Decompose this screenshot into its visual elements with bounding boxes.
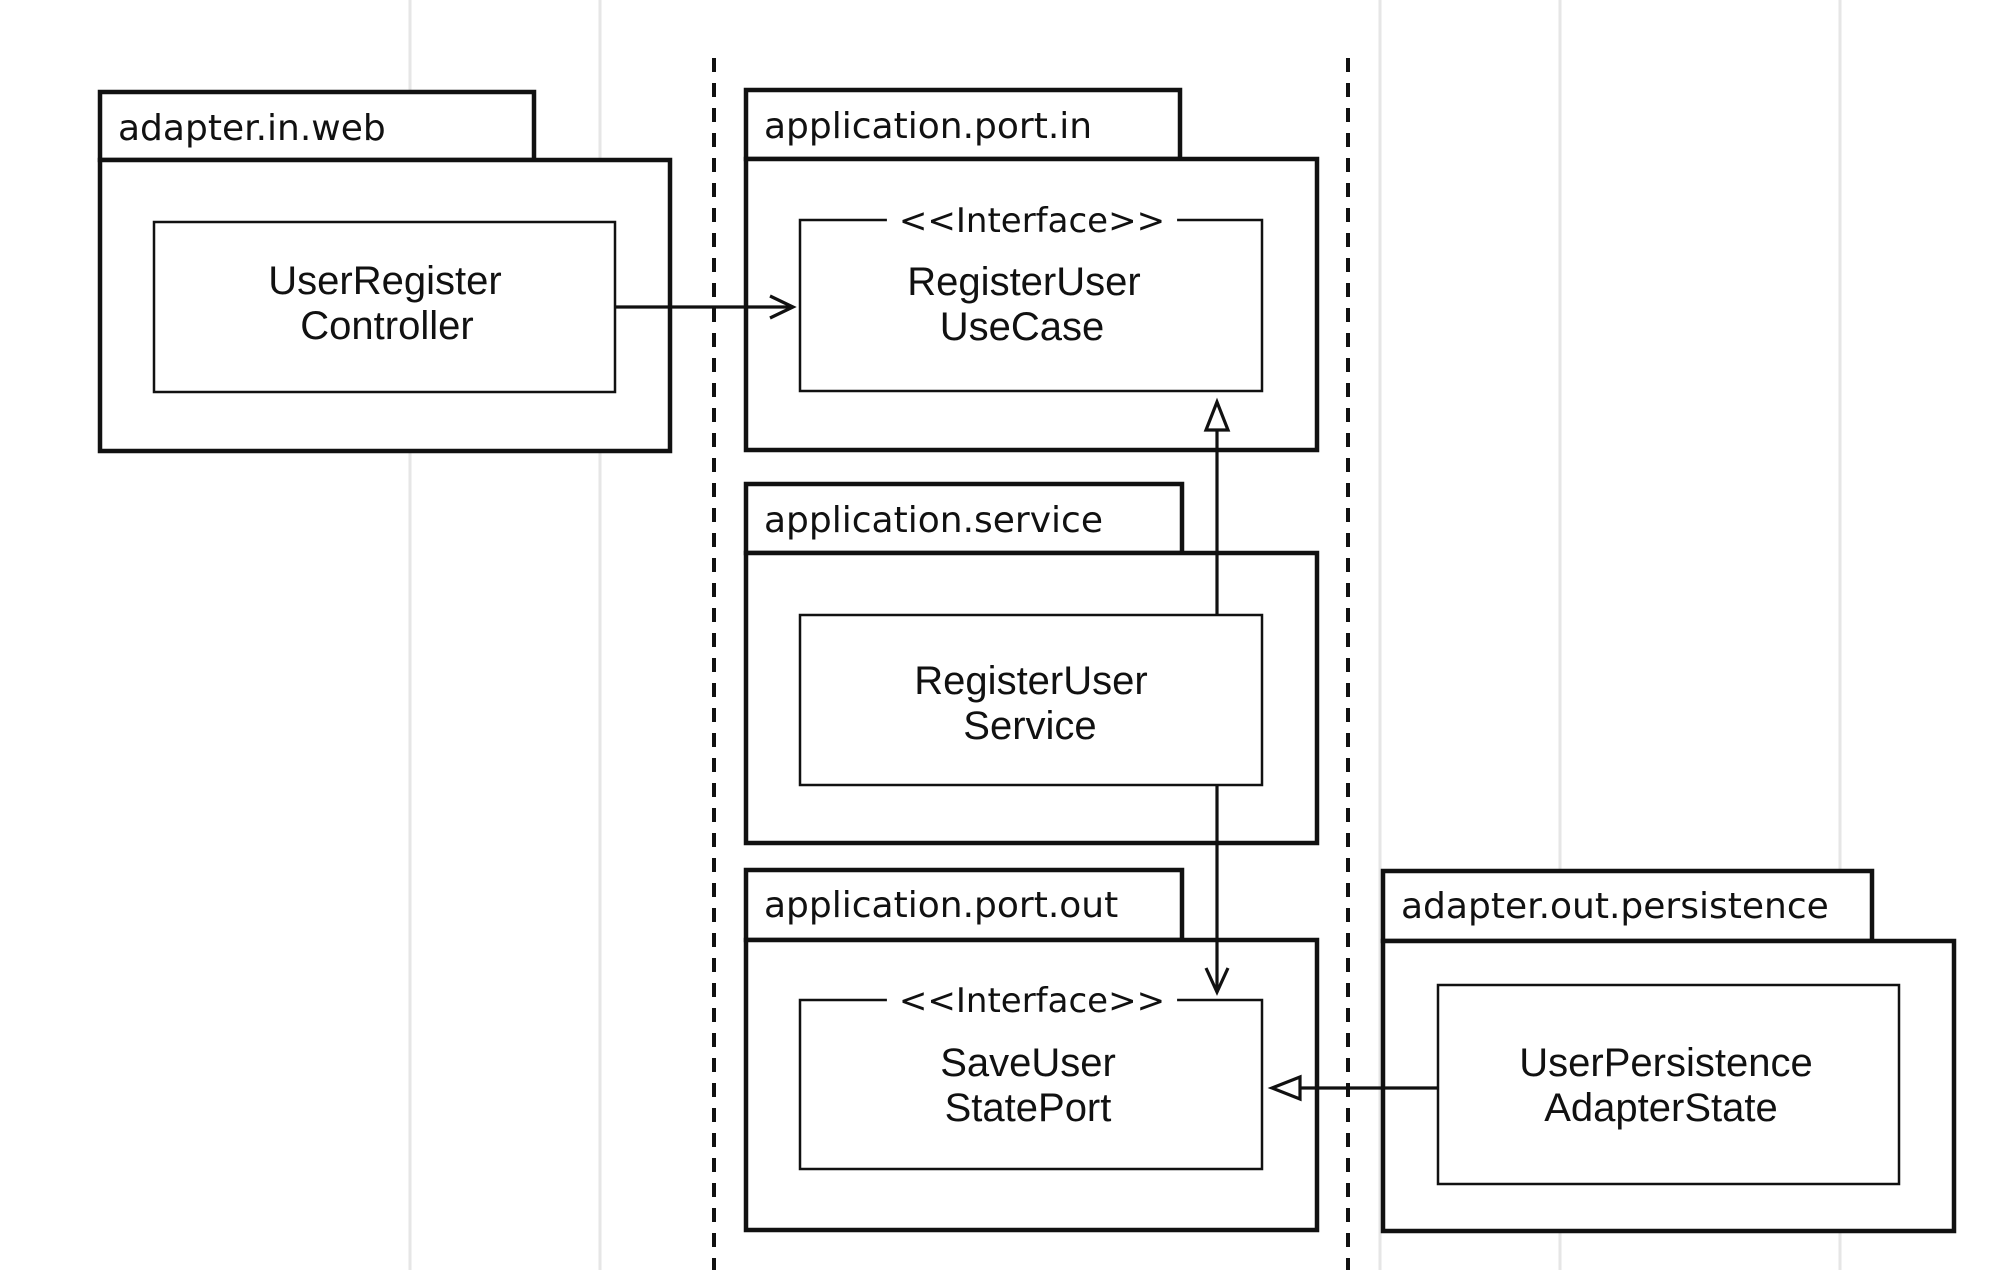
package-label: adapter.in.web	[118, 108, 386, 149]
package-label: application.port.in	[764, 106, 1092, 147]
relation-service-implements-usecase	[1203, 397, 1231, 615]
class-name-line1: RegisterUser	[914, 659, 1147, 703]
class-name-line1: UserRegister	[268, 259, 501, 303]
class-name-line2: UseCase	[940, 305, 1105, 349]
class-user-register-controller: UserRegister Controller	[152, 220, 617, 394]
package-label: application.service	[764, 500, 1103, 541]
class-name-line2: AdapterState	[1544, 1086, 1778, 1130]
realization-arrowhead	[1267, 1074, 1302, 1102]
package-application-port-in: application.port.in <<Interface>> Regist…	[743, 87, 1320, 453]
class-name-line1: SaveUser	[940, 1041, 1116, 1085]
package-application-service: application.service RegisterUser Service	[743, 481, 1320, 846]
relation-controller-uses-usecase	[615, 294, 797, 320]
realization-arrowhead	[1203, 397, 1231, 432]
class-name-line1: RegisterUser	[907, 260, 1140, 304]
class-register-user-service: RegisterUser Service	[798, 613, 1264, 787]
package-label: adapter.out.persistence	[1401, 886, 1829, 927]
package-adapter-out-persistence: adapter.out.persistence UserPersistence …	[1380, 868, 1957, 1234]
interface-save-user-state-port: <<Interface>> SaveUser StatePort	[798, 981, 1264, 1171]
stereotype-label: <<Interface>>	[899, 981, 1165, 1021]
class-name-line2: StatePort	[945, 1086, 1112, 1130]
relation-service-uses-port	[1204, 785, 1230, 996]
stereotype-label: <<Interface>>	[899, 201, 1165, 241]
relation-adapter-implements-port	[1267, 1074, 1438, 1102]
class-name-line2: Controller	[300, 304, 473, 348]
package-application-port-out: application.port.out <<Interface>> SaveU…	[743, 867, 1320, 1233]
class-name-line2: Service	[963, 704, 1096, 748]
package-adapter-in-web: adapter.in.web UserRegister Controller	[97, 89, 673, 454]
interface-register-user-use-case: <<Interface>> RegisterUser UseCase	[798, 201, 1264, 393]
package-label: application.port.out	[764, 885, 1118, 926]
class-user-persistence-adapter-state: UserPersistence AdapterState	[1436, 983, 1901, 1186]
class-name-line1: UserPersistence	[1519, 1041, 1812, 1085]
